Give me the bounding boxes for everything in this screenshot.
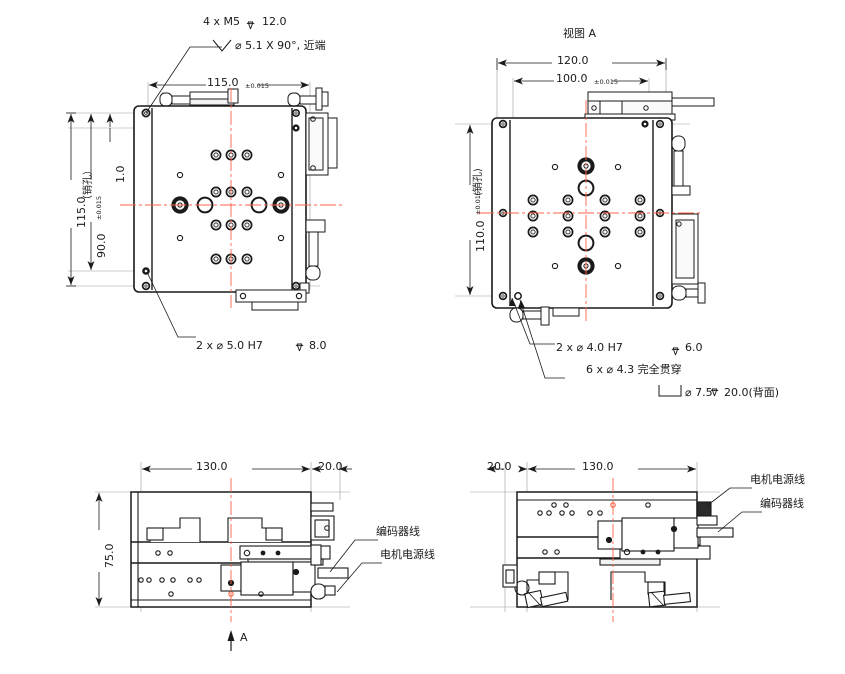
top-left-view-geometry — [66, 46, 345, 338]
counterbore-icon — [658, 385, 682, 397]
leader-lines-top-left — [145, 46, 222, 338]
dim-115-vertical — [66, 112, 76, 287]
bottom-left-view-geometry — [95, 462, 382, 651]
dim-note-110-pinhole: (销孔) — [473, 168, 484, 196]
leader-lines-bottom-left — [329, 539, 382, 593]
dim-label-115-horizontal: 115.0 — [207, 76, 239, 89]
dim-label-100: 100.0 — [556, 72, 588, 85]
leader-lines-top-right — [511, 297, 565, 379]
corner-holes — [141, 108, 301, 291]
callout-counterbore-depth: 20.0(背面) — [724, 386, 780, 399]
callout-counterbore-dia: ⌀ 7.5 — [685, 386, 713, 399]
dim-label-110-vertical: 110.0 — [474, 220, 487, 253]
top-right-view-geometry — [455, 58, 715, 379]
callout-6x-43-through: 6 x ⌀ 4.3 完全贯穿 — [586, 363, 682, 376]
dim-label-130-br: 130.0 — [582, 460, 614, 473]
callout-2x-5H7-value: 8.0 — [309, 339, 327, 352]
callout-countersink-text: ⌀ 5.1 X 90°, 近端 — [235, 39, 326, 52]
dim-tol-90-vertical: ±0.015 — [95, 195, 103, 220]
callout-2x-4H7-value: 6.0 — [685, 341, 703, 354]
countersink-icon — [212, 39, 232, 52]
section-arrow-a — [227, 630, 235, 651]
bottom-right-view-geometry — [470, 462, 762, 622]
callout-encoder-cable-bl: 编码器线 — [376, 525, 420, 538]
dim-label-90-vertical: 90.0 — [95, 233, 108, 259]
symbol-glyphs — [212, 21, 719, 397]
dim-note-90-pinhole: （销孔） — [83, 165, 94, 205]
centerlines-top-left — [120, 88, 345, 308]
dim-label-20-bl: 20.0 — [318, 460, 343, 473]
dim-label-120: 120.0 — [557, 54, 589, 67]
callout-motor-power-cable-bl: 电机电源线 — [380, 548, 435, 561]
dim-120-horizontal — [496, 58, 667, 70]
hole-pattern-top-left — [171, 149, 290, 265]
view-a-title: 视图 A — [563, 27, 597, 40]
callout-2x-4H7-text: 2 x ⌀ 4.0 H7 — [556, 341, 623, 354]
leader-arrowheads — [509, 298, 525, 308]
callout-4xM5-depth-value: 12.0 — [262, 15, 287, 28]
callout-4xM5-prefix: 4 x M5 — [203, 15, 240, 28]
dim-tol-115-horizontal: ±0.015 — [245, 82, 270, 90]
dim-tol-100: ±0.015 — [594, 78, 619, 86]
dim-label-20-br: 20.0 — [487, 460, 512, 473]
callout-motor-power-cable-br: 电机电源线 — [750, 473, 805, 486]
callout-2x-5H7-text: 2 x ⌀ 5.0 H7 — [196, 339, 263, 352]
section-label-a: A — [240, 631, 248, 644]
dim-label-130-bl: 130.0 — [196, 460, 228, 473]
dim-label-75-bl: 75.0 — [103, 543, 116, 569]
dim-label-1-vertical: 1.0 — [114, 165, 127, 184]
leader-lines-bottom-right — [707, 487, 762, 533]
centerlines-top-right — [478, 100, 700, 322]
callout-encoder-cable-br: 编码器线 — [760, 497, 804, 510]
